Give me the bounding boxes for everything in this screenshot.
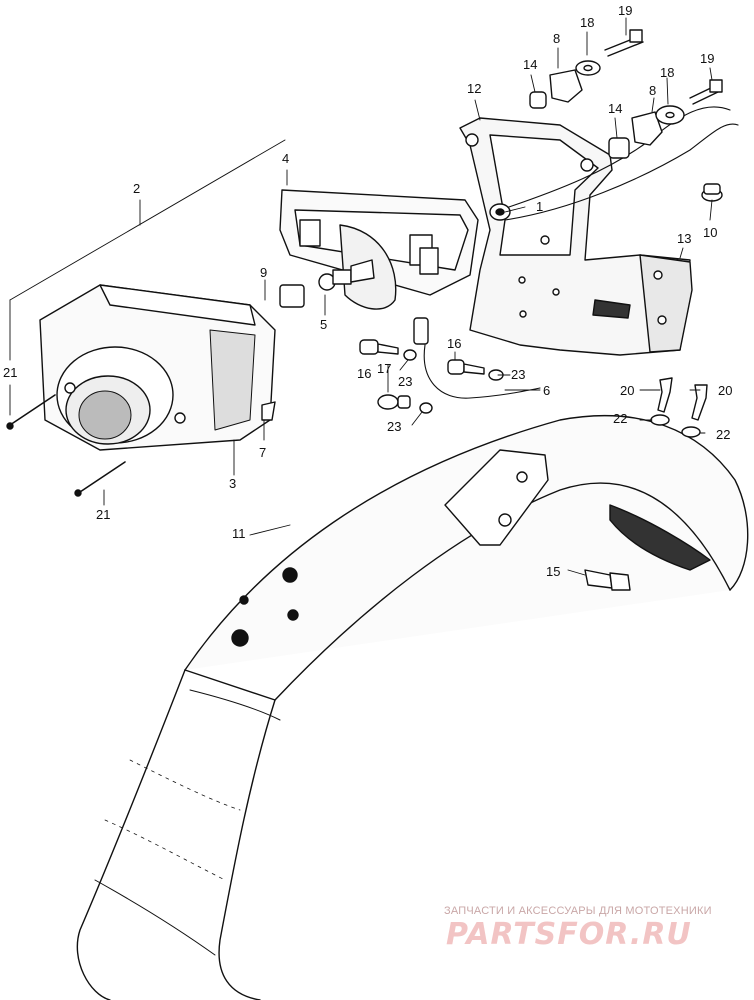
callout-4: 4: [282, 151, 290, 166]
callout-11: 11: [232, 526, 246, 541]
callout-17: 17: [377, 361, 392, 376]
callout-13: 13: [677, 231, 692, 246]
callout-15: 15: [546, 564, 561, 579]
callout-2: 2: [133, 181, 141, 196]
callout-14-upper: 14: [523, 57, 538, 72]
wiring: [413, 106, 739, 399]
grommets: [489, 183, 723, 221]
callout-6: 6: [543, 383, 551, 398]
tail-light-assembly: [39, 284, 276, 451]
callout-19-lower: 19: [700, 51, 715, 66]
callout-22-right: 22: [716, 427, 731, 442]
callout-3: 3: [229, 476, 237, 491]
callout-20-right: 20: [718, 383, 733, 398]
callout-18-lower: 18: [660, 65, 675, 80]
callout-23-right: 23: [511, 367, 526, 382]
callout-10: 10: [703, 225, 718, 240]
tail-light-bracket: [459, 117, 693, 356]
callout-22-left: 22: [613, 411, 628, 426]
callout-21-left: 21: [3, 365, 18, 380]
callout-18-upper: 18: [580, 15, 595, 30]
leader-lines: [9, 17, 713, 576]
screws-right: [6, 284, 708, 591]
callout-12: 12: [467, 81, 482, 96]
tail-light-case: [279, 189, 479, 310]
callout-23-upper: 23: [398, 374, 413, 389]
screws-lower: [359, 339, 504, 414]
callout-20-left: 20: [620, 383, 635, 398]
callout-16-right: 16: [447, 336, 462, 351]
callout-7: 7: [259, 445, 267, 460]
callout-19-upper: 19: [618, 3, 633, 18]
callout-16-left: 16: [357, 366, 372, 381]
watermark-tagline: ЗАПЧАСТИ И АКСЕССУАРЫ ДЛЯ МОТОТЕХНИКИ: [444, 905, 712, 917]
callout-8-upper: 8: [553, 31, 561, 46]
rear-fender: [76, 414, 749, 1000]
callout-5: 5: [320, 317, 328, 332]
callout-1: 1: [536, 199, 544, 214]
callout-9: 9: [260, 265, 268, 280]
callout-21-bottom: 21: [96, 507, 111, 522]
watermark-logo: PARTSFOR.RU: [446, 917, 692, 952]
mounting-hardware-upper: [529, 29, 723, 159]
callout-23-lower: 23: [387, 419, 402, 434]
callout-14-lower: 14: [608, 101, 623, 116]
callout-8-lower: 8: [649, 83, 657, 98]
